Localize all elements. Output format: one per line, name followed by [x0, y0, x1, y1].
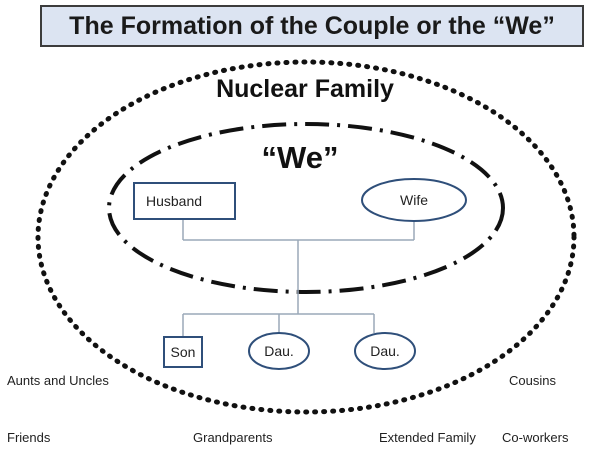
- daughter-2-oval: [354, 332, 416, 370]
- family-tree-lines: [182, 219, 415, 337]
- nuclear-family-circle: [35, 59, 577, 415]
- co-workers-label: Co-workers: [502, 430, 569, 445]
- diagram-title: The Formation of the Couple or the “We”: [40, 5, 584, 47]
- husband-label: Husband: [146, 193, 203, 209]
- daughter-1-label: Dau.: [264, 343, 294, 359]
- grandparents-label: Grandparents: [193, 430, 273, 445]
- cousins-label: Cousins: [509, 373, 556, 388]
- daughter-2-label: Dau.: [370, 343, 400, 359]
- friends-label: Friends: [7, 430, 51, 445]
- husband-box: [133, 182, 236, 220]
- extended-family-label: Extended Family: [379, 430, 476, 445]
- we-circle: [107, 122, 505, 294]
- daughter-1-oval: [248, 332, 310, 370]
- aunts-and-uncles-label: Aunts and Uncles: [7, 373, 109, 388]
- nuclear-family-label: Nuclear Family: [216, 75, 394, 103]
- we-label: “We”: [261, 140, 339, 175]
- son-label: Son: [170, 344, 196, 360]
- son-box: [163, 336, 203, 368]
- wife-oval: [361, 178, 467, 222]
- wife-label: Wife: [400, 192, 428, 208]
